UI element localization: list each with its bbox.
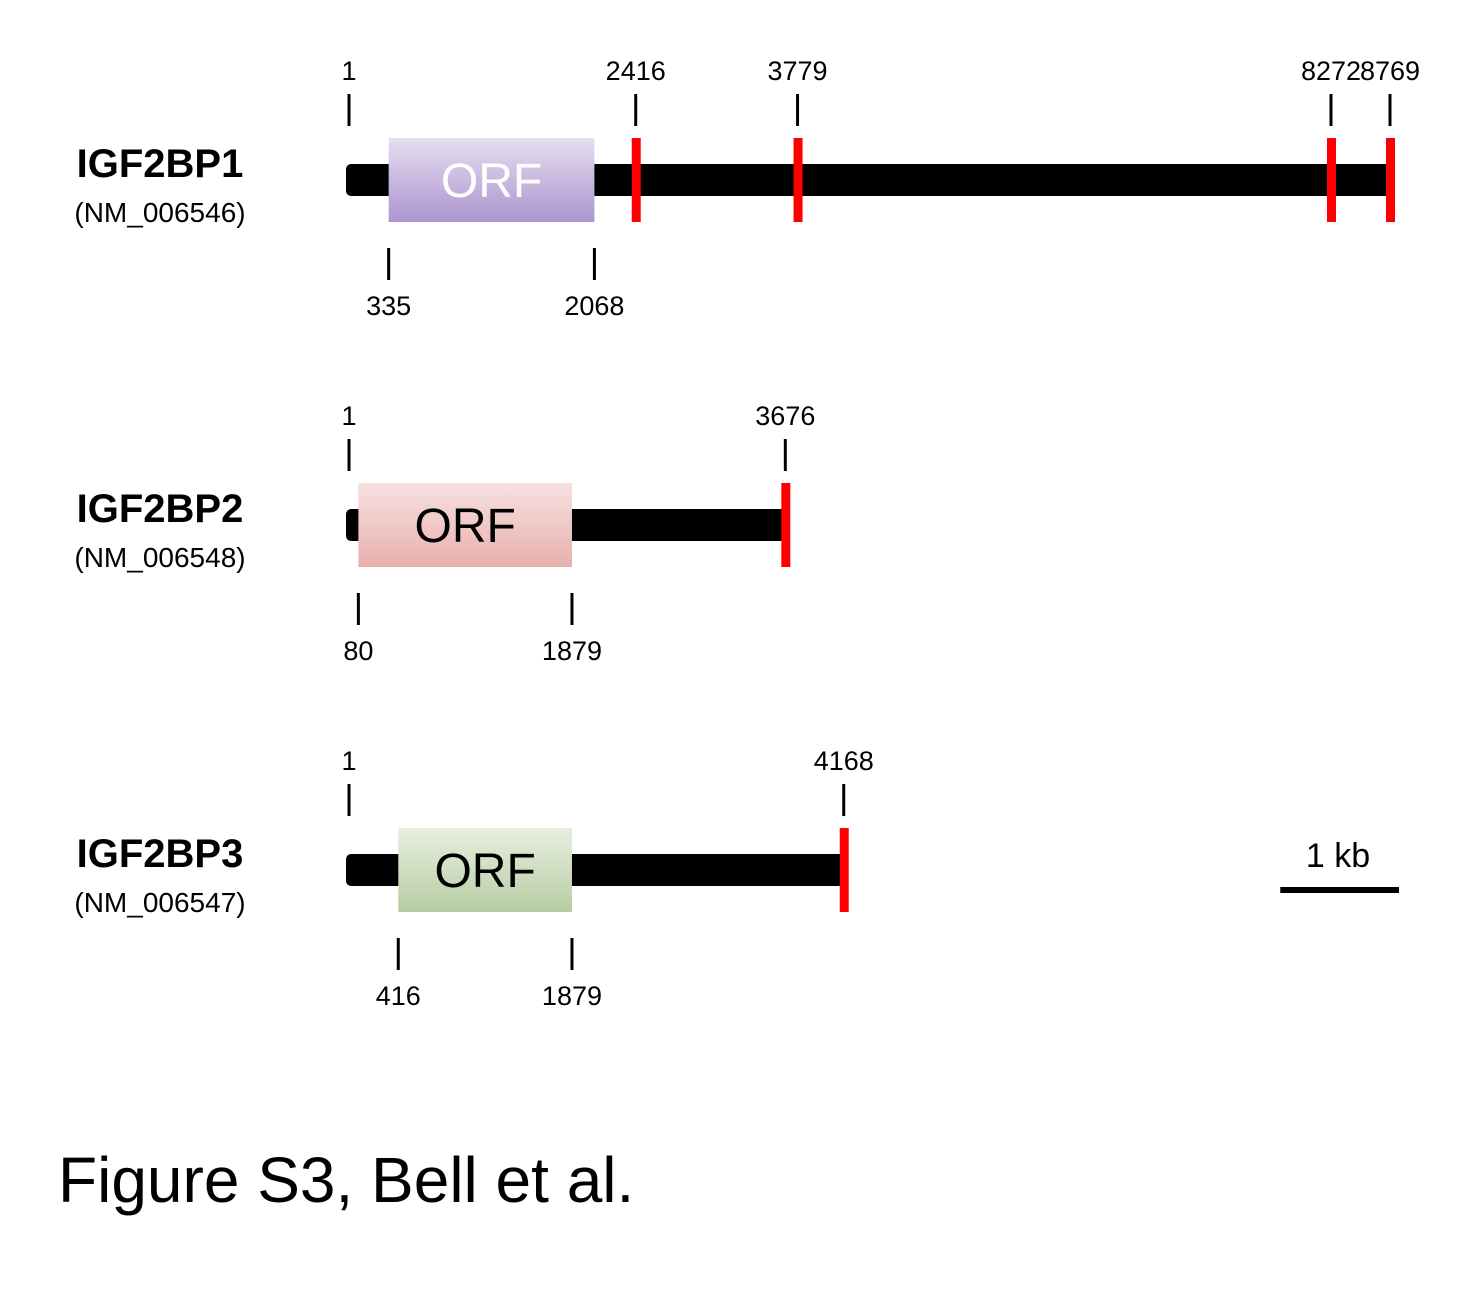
gene-name: IGF2BP2 — [77, 487, 244, 531]
top-position-label: 8769 — [1360, 56, 1420, 86]
gene-name: IGF2BP1 — [77, 142, 244, 186]
figure-caption: Figure S3, Bell et al. — [58, 1144, 634, 1216]
top-position-label: 3779 — [768, 56, 828, 86]
gene-accession: (NM_006548) — [74, 542, 245, 573]
red-marker — [793, 138, 803, 222]
red-marker — [839, 828, 849, 912]
orf-box — [358, 483, 572, 567]
top-position-label: 1 — [341, 401, 356, 431]
bottom-position-label: 1879 — [542, 636, 602, 666]
bottom-position-label: 416 — [376, 981, 421, 1011]
gene-igf2bp1: IGF2BP1 (NM_006546) ORF 1 2416 3779 82728769… — [74, 56, 1420, 321]
bottom-position-label: 80 — [343, 636, 373, 666]
orf-label: ORF — [441, 155, 542, 208]
red-marker — [1326, 138, 1336, 222]
orf-box — [388, 138, 595, 222]
gene-accession: (NM_006547) — [74, 887, 245, 918]
gene-accession: (NM_006546) — [74, 197, 245, 228]
red-marker — [1386, 138, 1395, 222]
top-position-label: 4168 — [814, 746, 874, 776]
top-position-label: 3676 — [755, 401, 815, 431]
top-position-label: 2416 — [606, 56, 666, 86]
scale-bar-label: 1 kb — [1306, 837, 1370, 875]
red-marker — [631, 138, 641, 222]
top-position-label: 1 — [341, 746, 356, 776]
bottom-position-label: 1879 — [542, 981, 602, 1011]
orf-label: ORF — [415, 500, 516, 553]
top-position-label: 8272 — [1301, 56, 1361, 86]
gene-igf2bp3: IGF2BP3 (NM_006547) ORF 1 4168 416 1879 — [74, 746, 873, 1011]
red-marker — [781, 483, 791, 567]
gene-igf2bp2: IGF2BP2 (NM_006548) ORF 1 3676 80 1879 — [74, 401, 815, 666]
orf-label: ORF — [434, 845, 535, 898]
bottom-position-label: 2068 — [564, 291, 624, 321]
bottom-position-label: 335 — [366, 291, 411, 321]
orf-box — [398, 828, 572, 912]
scale-bar: 1 kb — [1280, 837, 1399, 893]
gene-name: IGF2BP3 — [77, 832, 244, 876]
transcript-bar — [346, 164, 1390, 196]
top-position-label: 1 — [341, 56, 356, 86]
